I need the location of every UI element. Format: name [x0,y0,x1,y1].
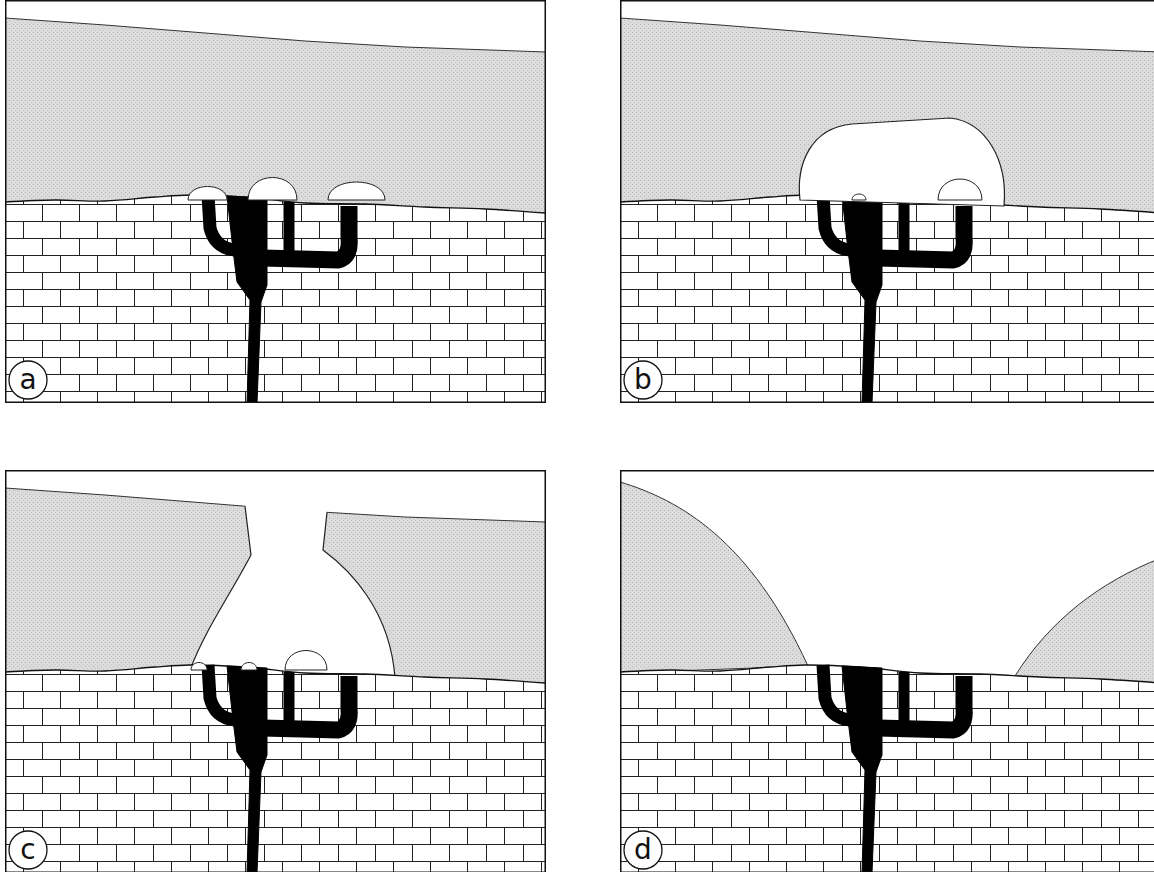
bedrock [620,665,1154,872]
conduit [208,665,349,872]
conduit [208,195,349,403]
overlying-layer [620,18,1154,213]
stage-letter-circle: a [8,360,48,400]
layer-top [620,18,1154,52]
panel-frame [6,471,546,872]
layer-top [5,18,546,52]
bedrock [5,195,546,403]
stage-letter-circle: c [8,830,48,870]
gas-bubbles [191,651,327,671]
stage-letter: b [623,360,663,400]
stage-letter: a [8,360,48,400]
overlying-layer [5,18,546,213]
gas-bubbles [188,178,385,201]
conduit [823,195,964,403]
ground-surface [5,665,546,683]
conduit [823,665,964,872]
stage-panel [620,1,1154,403]
stage-panel [5,1,546,403]
overlying-layer [620,482,808,673]
bedrock [5,665,546,872]
panel-frame [621,1,1154,403]
stage-panel [620,471,1154,872]
overlying-layer [1015,558,1154,684]
panel-frame [621,471,1154,872]
gas-bubbles [799,118,1004,206]
bedrock [620,195,1154,403]
stage-letter-circle: d [623,830,663,870]
void-edge [190,506,251,670]
panel-frame [6,1,546,403]
stage-letter-circle: b [623,360,663,400]
void-edge [323,512,395,678]
ground-surface [620,665,1154,683]
stage-panel [5,470,546,872]
stage-letter: d [623,830,663,870]
stage-letter: c [8,830,48,870]
breakthrough-void [190,470,395,678]
